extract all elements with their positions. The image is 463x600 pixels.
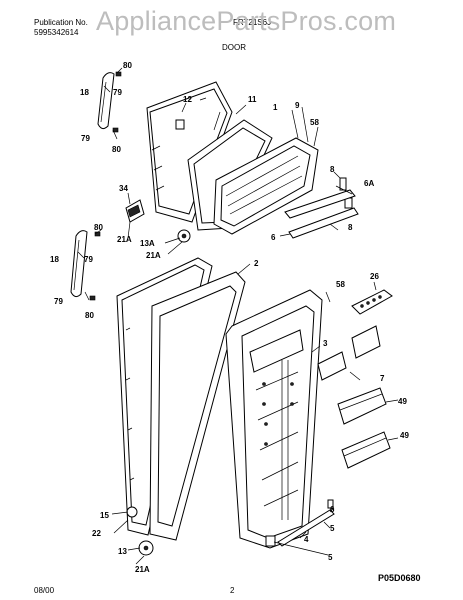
callout-79-lower-top: 79 — [84, 255, 93, 264]
door-stop — [265, 535, 276, 547]
callout-13a: 13A — [140, 239, 155, 248]
callout-6-upper: 6 — [271, 233, 276, 242]
callout-21a-lower: 21A — [135, 565, 150, 574]
callout-80-upper-top: 80 — [123, 61, 132, 70]
callout-58-lower: 58 — [336, 280, 345, 289]
callout-49-lower: 49 — [400, 431, 409, 440]
leader-lines — [77, 67, 399, 565]
footer-page: 2 — [230, 586, 235, 595]
callout-5-lower: 5 — [328, 553, 333, 562]
callout-8-upper: 8 — [330, 165, 335, 174]
model-number: FRT21S6J — [233, 18, 272, 27]
callout-3: 3 — [323, 339, 328, 348]
callout-21a-upper-mid: 21A — [146, 251, 161, 260]
hinge-bracket — [125, 199, 145, 223]
upper-door-handle — [97, 71, 122, 133]
callout-80-upper-bottom: 80 — [112, 145, 121, 154]
callout-11: 11 — [248, 95, 257, 104]
upper-inner-liner — [213, 137, 319, 235]
callout-80-lower-top: 80 — [94, 223, 103, 232]
callout-79-upper-bottom: 79 — [81, 134, 90, 143]
callout-6a: 6A — [364, 179, 374, 188]
callout-8-lower: 8 — [348, 223, 353, 232]
callout-7: 7 — [380, 374, 385, 383]
dairy-compartment — [317, 325, 381, 381]
lower-door-handle — [70, 230, 101, 301]
callout-58-upper: 58 — [310, 118, 319, 127]
callout-5-upper: 5 — [330, 524, 335, 533]
watermark: AppliancePartsPros.com — [96, 6, 397, 36]
door-bin-upper — [337, 387, 387, 425]
callout-26: 26 — [370, 272, 379, 281]
callout-12: 12 — [183, 95, 192, 104]
callout-13: 13 — [118, 547, 127, 556]
callout-80-lower-bottom: 80 — [85, 311, 94, 320]
upper-door-shelf-parts — [284, 177, 359, 239]
section-title: DOOR — [222, 43, 246, 52]
upper-hinge-cover — [177, 229, 191, 243]
callout-15: 15 — [100, 511, 109, 520]
callout-2: 2 — [254, 259, 259, 268]
egg-tray — [351, 289, 393, 315]
publication-label: Publication No. — [34, 18, 88, 27]
callout-18-upper: 18 — [80, 88, 89, 97]
callout-21a-upper-left: 21A — [117, 235, 132, 244]
callout-79-lower-bottom: 79 — [54, 297, 63, 306]
callout-18-lower: 18 — [50, 255, 59, 264]
bottom-trim — [277, 499, 335, 547]
callout-1: 1 — [273, 103, 278, 112]
lower-door-gasket — [149, 271, 246, 541]
callout-4: 4 — [304, 535, 309, 544]
callout-9: 9 — [295, 101, 300, 110]
callout-22: 22 — [92, 529, 101, 538]
callout-79-upper-top: 79 — [113, 88, 122, 97]
callout-6-lower: 6 — [330, 505, 335, 514]
lower-hinge-cover — [126, 506, 154, 556]
publication-number: 5995342614 — [34, 28, 79, 37]
footer-date: 08/00 — [34, 586, 55, 595]
callout-49-upper: 49 — [398, 397, 407, 406]
callout-labels: 80 79 18 79 80 12 11 1 9 58 8 6A 6 8 34 … — [50, 61, 409, 574]
lower-inner-liner — [225, 289, 323, 549]
footer-code: P05D0680 — [378, 573, 421, 583]
door-bin-lower — [341, 431, 391, 469]
callout-34: 34 — [119, 184, 128, 193]
